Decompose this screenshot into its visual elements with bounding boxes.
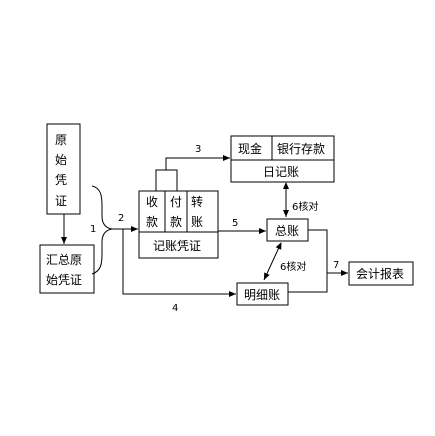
report-node: 会计报表 xyxy=(348,261,414,286)
subsidiary-ledger-node: 明细账 xyxy=(236,282,289,306)
summary-voucher-line-1: 汇总原 xyxy=(46,253,82,267)
general-ledger-label: 总账 xyxy=(275,224,299,238)
edge-label-3: 3 xyxy=(195,144,201,155)
entry-voucher-tab xyxy=(155,169,178,192)
entry-col-2-char-1: 付 xyxy=(170,195,182,209)
edge-4-to-subsidiary-ledger xyxy=(122,229,236,297)
original-voucher-char-3: 凭 xyxy=(55,172,67,187)
edge-6-reconcile-ledgers xyxy=(263,242,282,281)
entry-voucher-node: 收 款 付 款 转 账 记账凭证 xyxy=(138,190,219,259)
edge-label-6b: 6核对 xyxy=(280,260,306,273)
entry-col-1-char-2: 款 xyxy=(146,215,158,229)
journal-node: 现金 银行存款 日记账 xyxy=(230,135,335,183)
entry-col-3-char-2: 账 xyxy=(191,215,203,229)
entry-col-3-char-1: 转 xyxy=(191,194,203,209)
edge-label-5: 5 xyxy=(232,218,238,229)
entry-col-1-char-1: 收 xyxy=(146,195,158,209)
entry-col-2-char-2: 款 xyxy=(170,215,182,229)
journal-cell-cash: 现金 xyxy=(238,141,262,156)
summary-voucher-line-2: 始凭证 xyxy=(46,272,82,287)
general-ledger-node: 总账 xyxy=(266,218,309,242)
edge-7-merge xyxy=(288,229,328,293)
subsidiary-ledger-label: 明细账 xyxy=(244,288,280,302)
summary-voucher-node: 汇总原 始凭证 xyxy=(39,244,95,294)
edge-3-to-journal xyxy=(165,155,230,170)
edge-label-1: 1 xyxy=(90,224,96,235)
entry-voucher-label: 记账凭证 xyxy=(153,238,201,253)
original-voucher-char-1: 原 xyxy=(55,133,67,147)
original-voucher-node: 原 始 凭 证 xyxy=(46,123,81,215)
edge-label-7: 7 xyxy=(333,260,339,271)
original-voucher-char-4: 证 xyxy=(55,194,67,208)
journal-label: 日记账 xyxy=(263,165,299,179)
edge-label-4: 4 xyxy=(172,303,178,314)
original-voucher-char-2: 始 xyxy=(55,153,67,167)
edge-label-6a: 6核对 xyxy=(292,200,318,213)
journal-cell-bank: 银行存款 xyxy=(277,142,325,156)
report-label: 会计报表 xyxy=(356,266,404,281)
edge-label-2: 2 xyxy=(118,213,124,224)
